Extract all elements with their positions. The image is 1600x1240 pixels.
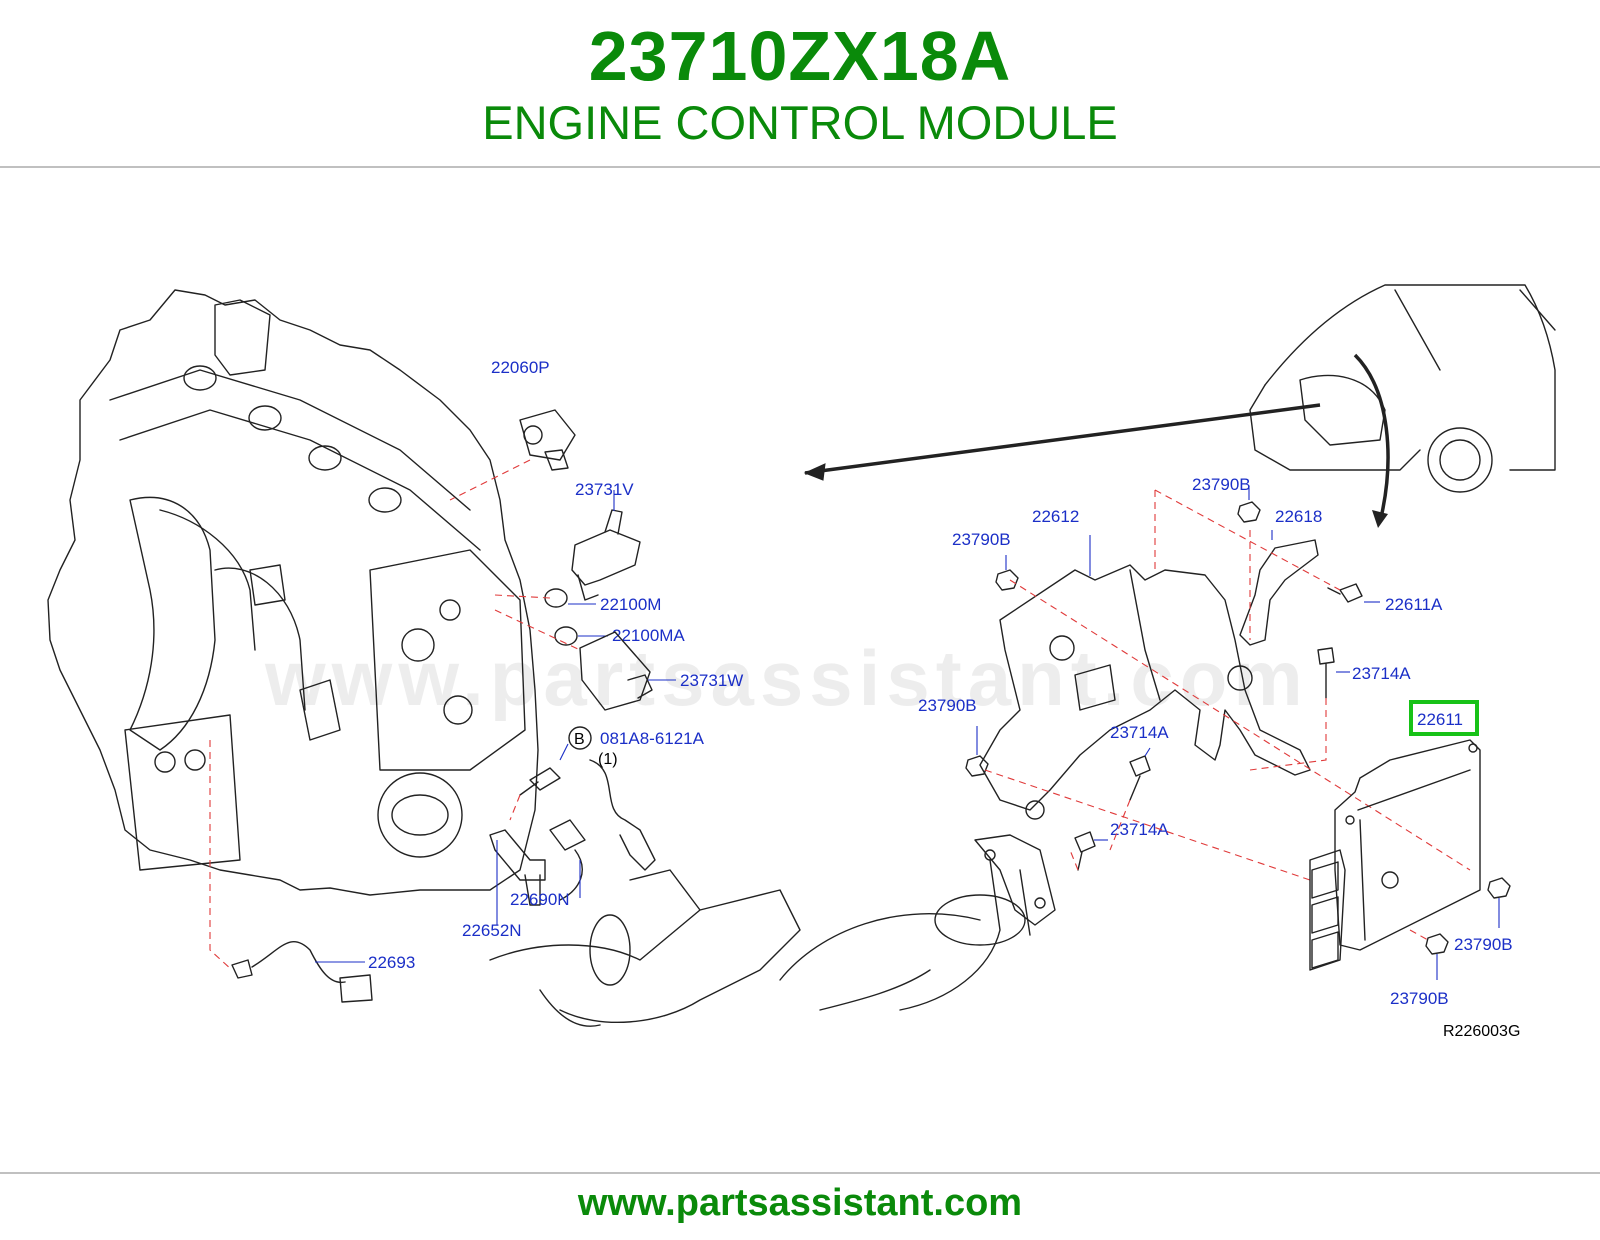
footer-divider (0, 1172, 1600, 1174)
engine-control-module-22611 (1309, 739, 1481, 971)
callout-22618: 22618 (1275, 507, 1322, 526)
callout-23790b-left: 23790B (952, 530, 1011, 549)
part-number-title: 23710ZX18A (588, 17, 1012, 95)
catalytic-converter-right (779, 834, 1056, 1011)
callout-quantity: (1) (598, 751, 618, 768)
bracket-22618 (1239, 539, 1319, 646)
callout-22612: 22612 (1032, 507, 1079, 526)
callout-22693: 22693 (368, 953, 415, 972)
knock-sensor-22060p (519, 409, 576, 471)
o-ring-22100ma (554, 626, 578, 646)
callout-23714a-right: 23714A (1352, 664, 1411, 683)
sensor-22693 (231, 940, 373, 1003)
nut-23790b-mid (965, 755, 989, 777)
nut-23790b-r1 (1487, 877, 1511, 899)
callout-b: B (574, 731, 585, 748)
cam-sensor-23731v (571, 509, 641, 601)
callout-23790b-top: 23790B (1192, 475, 1251, 494)
parts-diagram: www.partsassistant.com 22060P (47, 284, 1556, 1040)
pointer-arrow-down (1372, 510, 1388, 528)
bolt-23714a-right (1317, 647, 1335, 699)
vehicle-illustration (1249, 284, 1556, 493)
crank-sensor-23731w (579, 631, 653, 711)
bolt-23714a-low (1074, 831, 1096, 871)
nut-23790b-r2 (1425, 933, 1449, 955)
bolt-23714a-mid (1129, 755, 1151, 801)
watermark-text: www.partsassistant.com (264, 634, 1309, 722)
o2-sensor-22690n (549, 759, 656, 901)
nut-23790b-left (995, 569, 1019, 591)
callout-23714a-mid: 23714A (1110, 723, 1169, 742)
callout-23790b-r1: 23790B (1454, 935, 1513, 954)
callout-22060p: 22060P (491, 358, 550, 377)
callout-23790b-mid: 23790B (918, 696, 977, 715)
reference-circle-b (568, 726, 592, 750)
callout-22611a: 22611A (1385, 595, 1443, 614)
callout-23731v: 23731V (575, 480, 634, 499)
pointer-arrow-left (803, 463, 826, 481)
highlight-box-22611 (1409, 700, 1479, 736)
callout-23790b-r2: 23790B (1390, 989, 1449, 1008)
header-divider (0, 166, 1600, 168)
bolt-081a8 (519, 767, 561, 796)
callout-23714a-low: 23714A (1110, 820, 1169, 839)
bracket-22612 (979, 564, 1311, 820)
nut-23790b-top (1237, 501, 1261, 523)
callout-22611: 22611 (1417, 710, 1463, 729)
engine-block-illustration (47, 289, 539, 896)
footer-website-link[interactable]: www.partsassistant.com (577, 1182, 1023, 1224)
callout-22100ma: 22100MA (612, 626, 685, 645)
diagram-reference-code: R226003G (1443, 1023, 1520, 1040)
callout-22100m: 22100M (600, 595, 661, 614)
exhaust-pipe-left (489, 869, 801, 1027)
callout-22690n: 22690N (510, 890, 570, 909)
bracket-22652n (489, 829, 546, 906)
bolt-22611a (1327, 583, 1363, 603)
page-header: 23710ZX18A ENGINE CONTROL MODULE (0, 0, 1600, 168)
part-name-subtitle: ENGINE CONTROL MODULE (482, 96, 1118, 149)
callout-22652n: 22652N (462, 921, 522, 940)
callout-23731w: 23731W (680, 671, 743, 690)
callout-081a8-6121a: 081A8-6121A (600, 729, 705, 748)
